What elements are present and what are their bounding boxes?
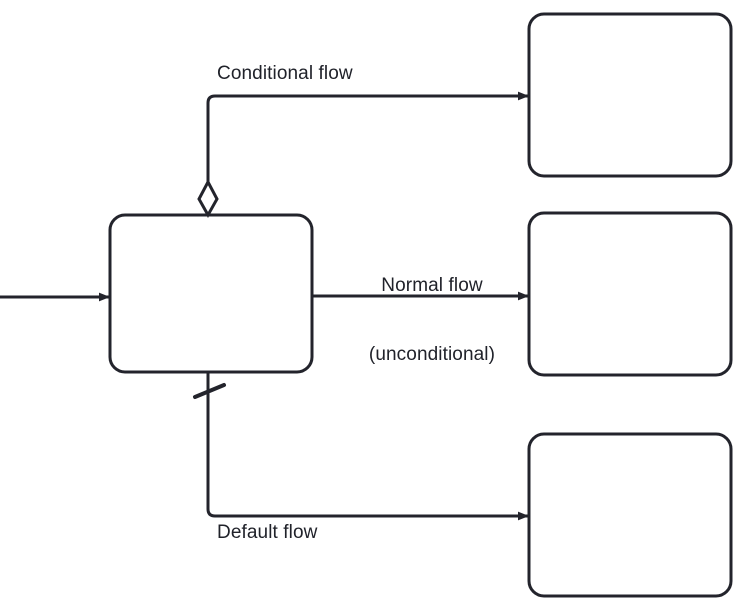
conditional-flow-line [206,91,530,196]
normal-target-shape [527,211,733,377]
conditional-flow-label: Conditional flow [217,63,353,84]
source-task-node[interactable] [108,213,314,374]
conditional-marker-diamond-icon [197,178,219,219]
default-sequence-flow[interactable] [193,372,530,521]
normal-flow-label-line-2: (unconditional) [368,344,496,365]
normal-flow-label-line-1: Normal flow [381,275,483,296]
default-target-shape [527,432,733,598]
conditional-target-shape [527,12,733,178]
normal-target-node[interactable] [527,211,733,377]
default-target-node[interactable] [527,432,733,598]
default-marker-slash-icon [193,383,226,399]
normal-flow-label: Normal flow (unconditional) [340,228,524,412]
default-flow-label: Default flow [217,522,318,543]
default-flow-line [206,372,530,521]
source-task-shape [108,213,314,374]
conditional-sequence-flow[interactable] [197,91,530,219]
conditional-target-node[interactable] [527,12,733,178]
